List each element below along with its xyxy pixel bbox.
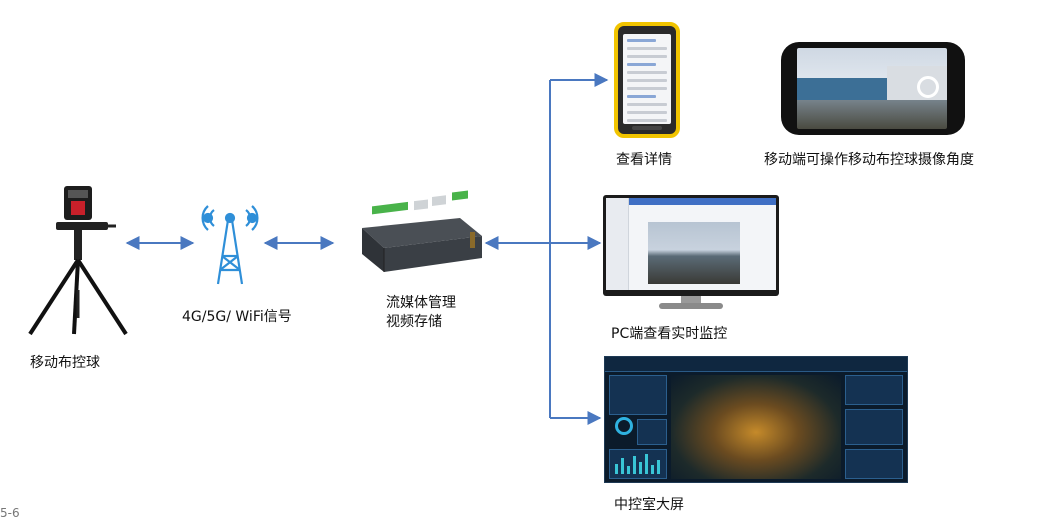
signal-tower-icon xyxy=(201,205,259,285)
figure-number: 5-6 xyxy=(0,506,20,520)
ball-label: 移动布控球 xyxy=(30,355,100,371)
dashboard-screen-icon xyxy=(604,356,908,483)
bigscreen-label: 中控室大屏 xyxy=(614,497,684,513)
smartphone-icon xyxy=(781,42,965,135)
signal-label: 4G/5G/ WiFi信号 xyxy=(182,309,292,325)
mobile-label: 移动端可操作移动布控球摄像角度 xyxy=(764,152,974,168)
detail-label: 查看详情 xyxy=(616,152,672,168)
rugged-phone-icon xyxy=(614,22,680,138)
router-icon xyxy=(362,190,482,272)
monitor-icon xyxy=(603,195,779,309)
server-label-line2: 视频存储 xyxy=(386,314,442,330)
tripod-camera-icon xyxy=(28,186,128,336)
server-label-line1: 流媒体管理 xyxy=(386,295,456,311)
pc-label: PC端查看实时监控 xyxy=(611,326,728,342)
